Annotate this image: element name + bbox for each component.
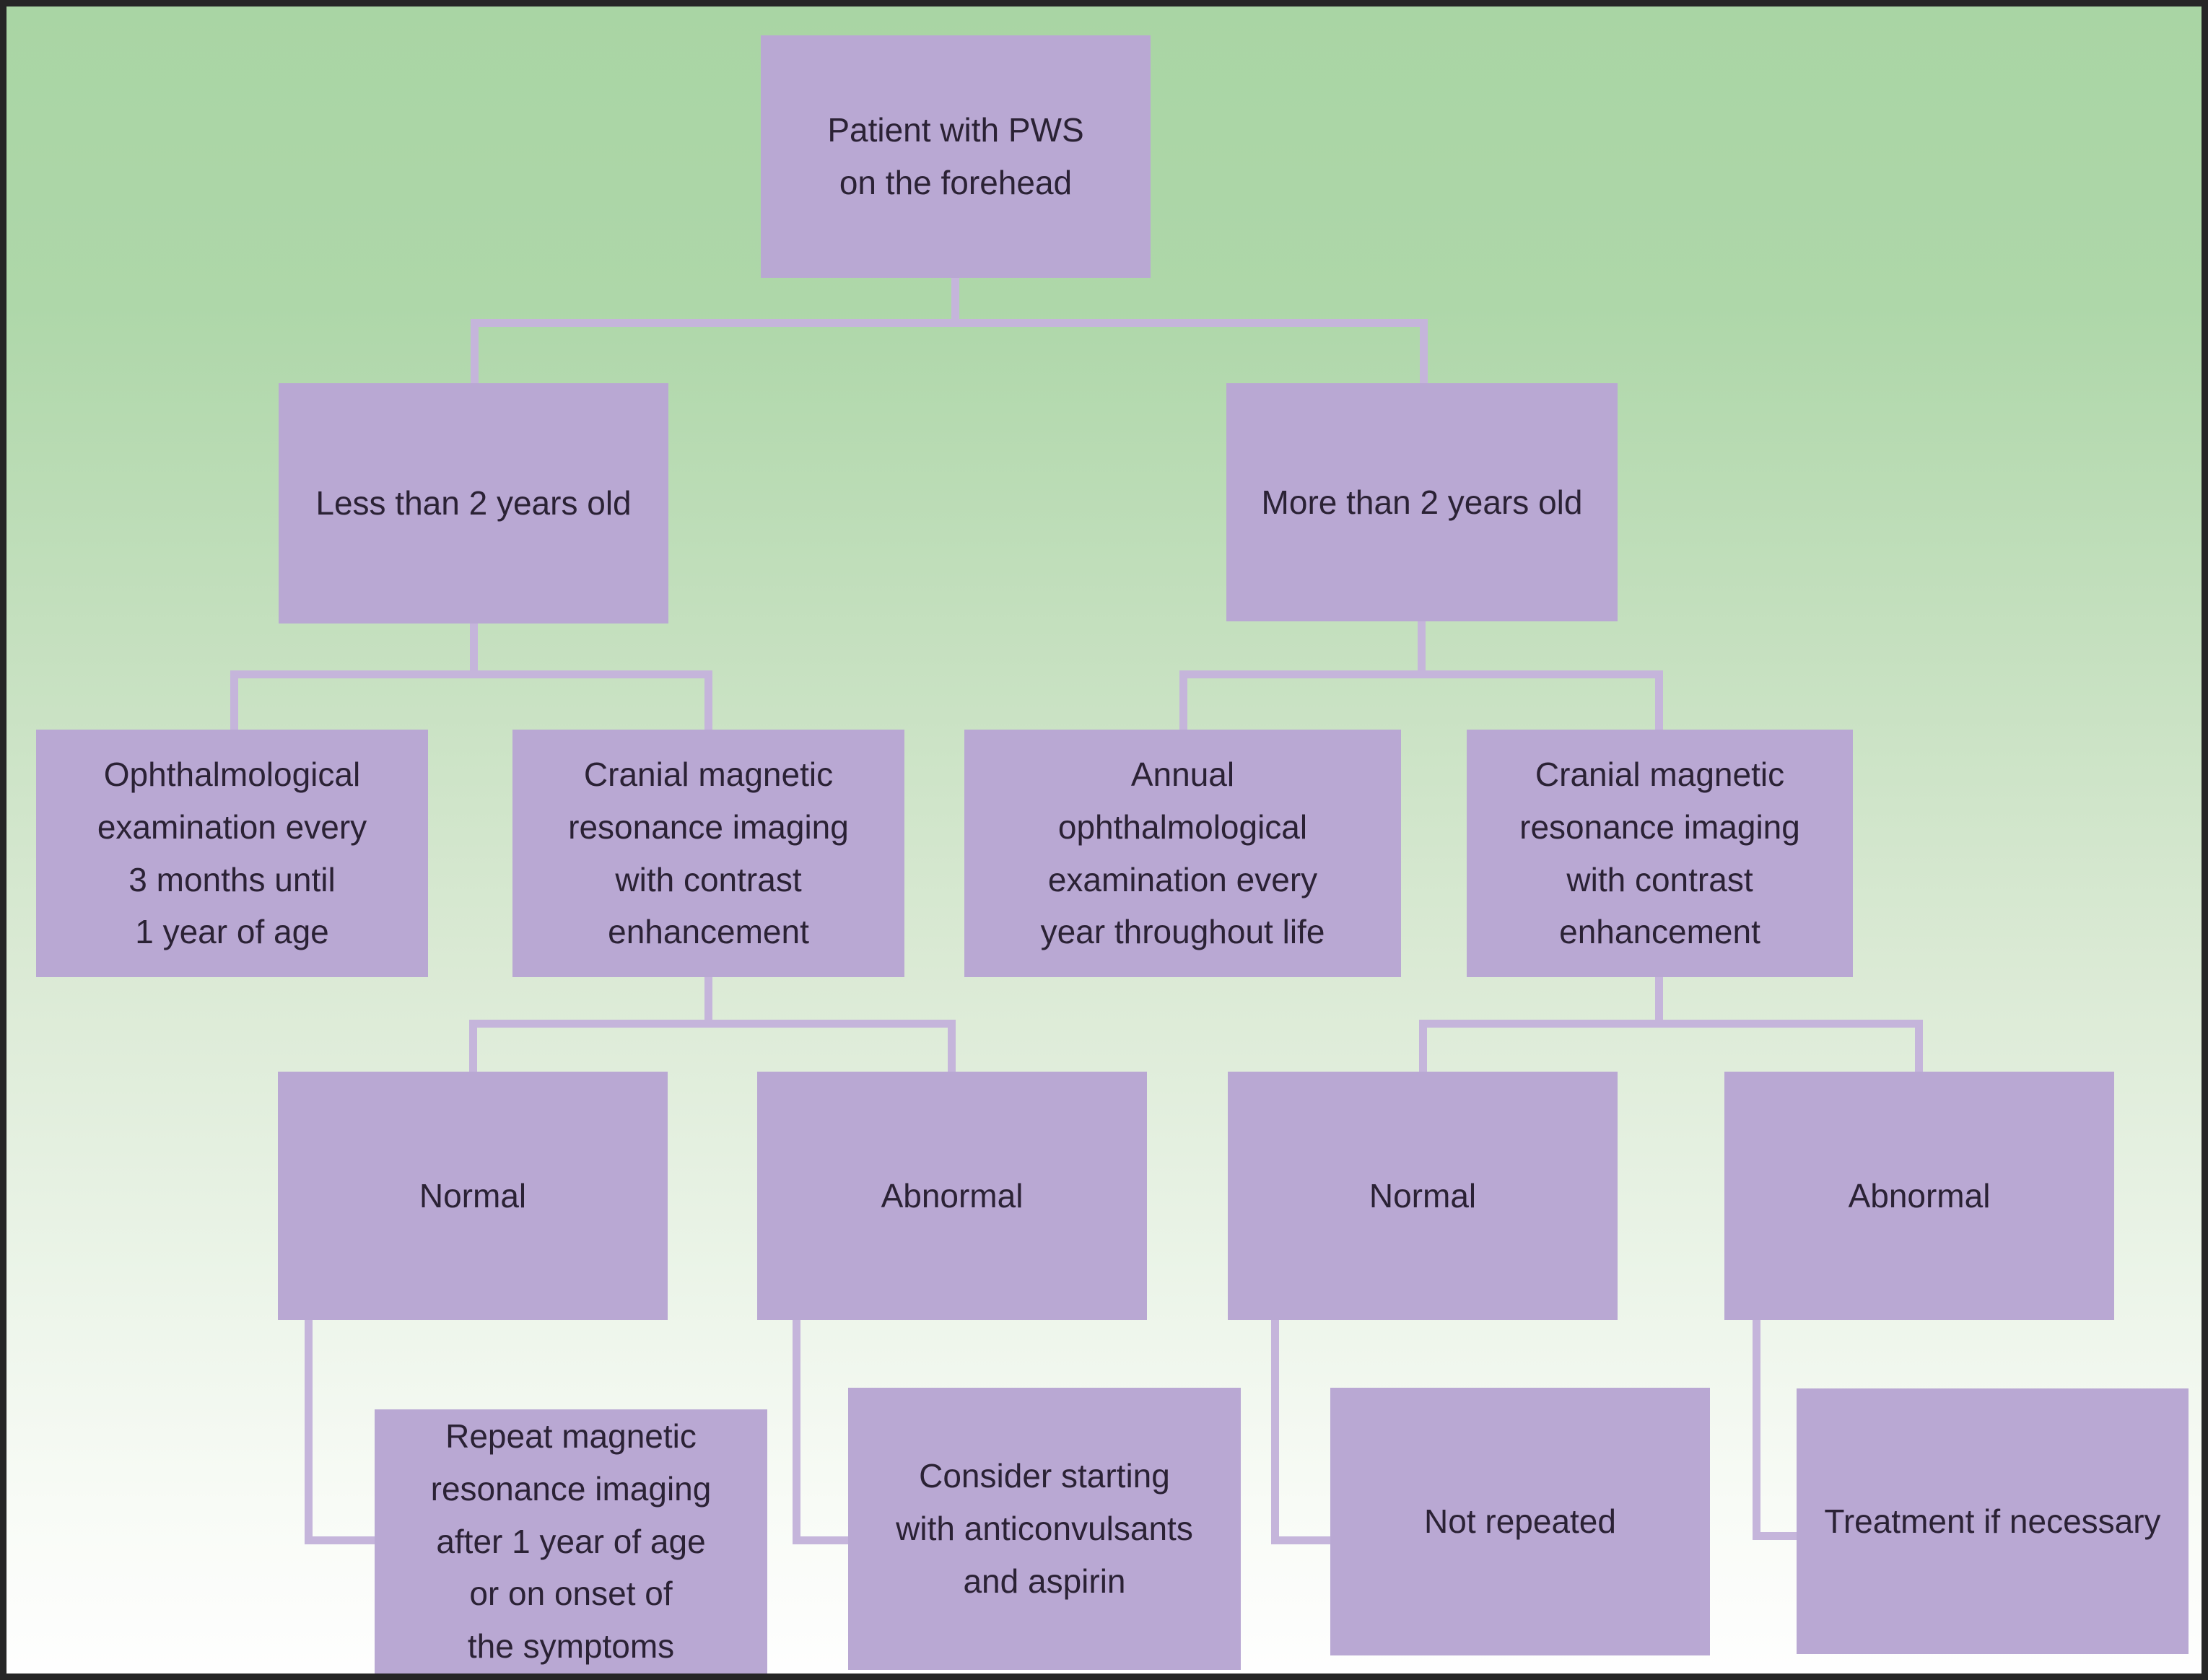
connector-less2-leg-right: [704, 670, 712, 730]
node-less-than-2-years: Less than 2 years old: [279, 383, 668, 624]
connector-mri-left-bar: [469, 1020, 956, 1028]
connector-mri-left-stem: [704, 977, 712, 1023]
connector-abnormal-left-horizontal: [793, 1536, 848, 1544]
connector-mri-right-leg-right: [1915, 1020, 1923, 1072]
node-cranial-mri-left: Cranial magnetic resonance imaging with …: [512, 730, 904, 977]
connector-abnormal-right-horizontal: [1753, 1532, 1797, 1540]
connector-normal-right-horizontal: [1271, 1536, 1330, 1544]
connector-normal-left-horizontal: [305, 1536, 375, 1544]
connector-more2-leg-right: [1655, 670, 1663, 730]
connector-root-leg-left: [471, 319, 479, 383]
connector-root-leg-right: [1420, 319, 1428, 383]
node-abnormal-left: Abnormal: [757, 1072, 1147, 1320]
node-patient-pws-forehead: Patient with PWS on the forehead: [761, 35, 1151, 278]
node-abnormal-right: Abnormal: [1724, 1072, 2114, 1320]
connector-more2-leg-left: [1179, 670, 1187, 730]
node-more-than-2-years: More than 2 years old: [1226, 383, 1618, 621]
connector-abnormal-right-vertical: [1753, 1320, 1760, 1540]
connector-root-bar: [471, 319, 1428, 327]
connector-mri-left-leg-right: [948, 1020, 956, 1072]
connector-mri-left-leg-left: [469, 1020, 477, 1072]
node-not-repeated: Not repeated: [1330, 1388, 1710, 1655]
connector-mri-right-stem: [1655, 977, 1663, 1023]
connector-more2-stem: [1418, 621, 1426, 674]
connector-normal-left-vertical: [305, 1320, 313, 1544]
node-cranial-mri-right: Cranial magnetic resonance imaging with …: [1467, 730, 1853, 977]
node-treatment-if-necessary: Treatment if necessary: [1797, 1388, 2189, 1654]
connector-normal-right-vertical: [1271, 1320, 1279, 1544]
connector-root-stem: [951, 277, 959, 322]
node-consider-anticonvulsants-aspirin: Consider starting with anticonvulsants a…: [848, 1388, 1241, 1670]
node-ophthalmological-exam: Ophthalmological examination every 3 mon…: [36, 730, 428, 977]
connector-mri-right-leg-left: [1419, 1020, 1427, 1072]
connector-less2-stem: [470, 624, 478, 674]
node-normal-left: Normal: [278, 1072, 668, 1320]
connector-mri-right-bar: [1419, 1020, 1923, 1028]
node-repeat-mri: Repeat magnetic resonance imaging after …: [375, 1409, 767, 1674]
node-normal-right: Normal: [1228, 1072, 1618, 1320]
connector-abnormal-left-vertical: [793, 1320, 800, 1544]
connector-more2-bar: [1179, 670, 1663, 678]
connector-less2-bar: [230, 670, 712, 678]
connector-less2-leg-left: [230, 670, 238, 730]
node-annual-ophthalmological-exam: Annual ophthalmological examination ever…: [964, 730, 1401, 977]
